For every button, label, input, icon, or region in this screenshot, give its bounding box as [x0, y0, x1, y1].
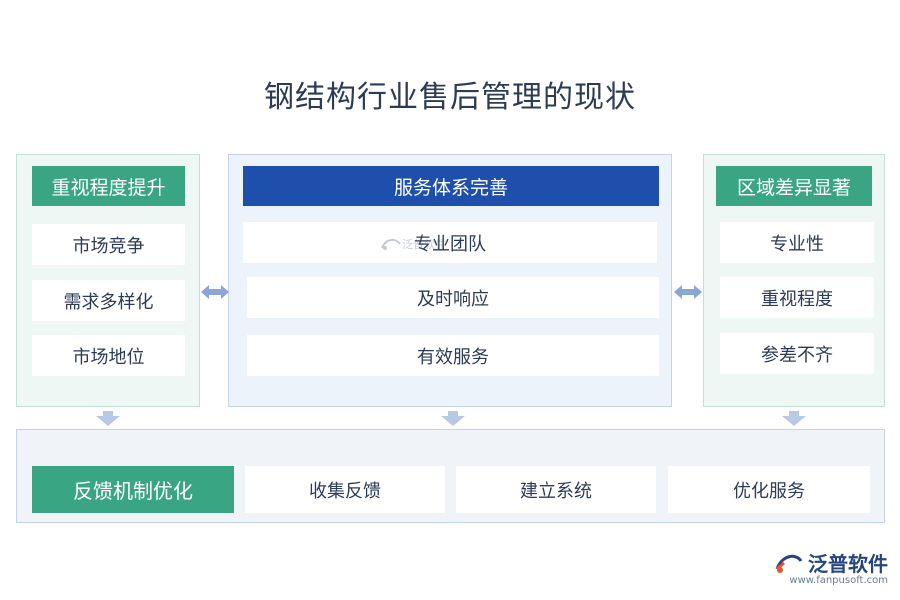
watermark-logo: 泛普软件 — [380, 236, 446, 252]
left-panel-header: 重视程度提升 — [32, 166, 185, 206]
right-down-arrow-icon — [782, 411, 806, 426]
bottom-item-3: 优化服务 — [668, 466, 870, 513]
brand-logo-icon — [775, 554, 803, 573]
left-center-double-arrow-icon — [201, 285, 229, 299]
center-right-double-arrow-icon — [674, 285, 702, 299]
diagram-title: 钢结构行业售后管理的现状 — [264, 80, 636, 115]
bottom-panel-header: 反馈机制优化 — [32, 466, 234, 513]
left-item-2: 需求多样化 — [32, 280, 185, 321]
brand-logo-name: 泛普软件 — [808, 552, 888, 576]
center-item-3: 有效服务 — [247, 335, 659, 376]
right-panel-header: 区域差异显著 — [716, 166, 872, 206]
center-down-arrow-icon — [441, 411, 465, 426]
center-panel-header: 服务体系完善 — [243, 166, 659, 206]
right-item-2: 重视程度 — [720, 277, 874, 318]
center-item-1: 专业团队 — [243, 222, 657, 263]
brand-logo: 泛普软件 www.fanpusoft.com — [774, 548, 888, 586]
center-item-2: 及时响应 — [247, 277, 659, 318]
bottom-item-2: 建立系统 — [456, 466, 656, 513]
bottom-item-1: 收集反馈 — [245, 466, 445, 513]
right-item-3: 参差不齐 — [720, 333, 874, 374]
left-item-1: 市场竞争 — [32, 224, 185, 265]
left-item-3: 市场地位 — [32, 335, 185, 376]
left-down-arrow-icon — [96, 411, 120, 426]
right-item-1: 专业性 — [720, 222, 874, 263]
brand-logo-url: www.fanpusoft.com — [789, 575, 888, 586]
watermark-text: 泛普软件 — [402, 238, 446, 251]
watermark-icon — [381, 238, 401, 250]
